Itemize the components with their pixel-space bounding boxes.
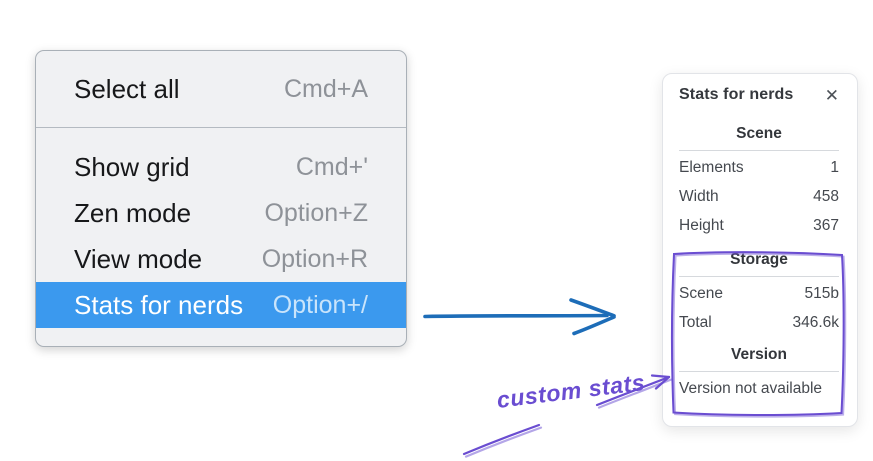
menu-item-label: Stats for nerds [74,289,244,320]
menu-item-shortcut: Cmd+' [295,152,368,181]
stat-row-height: Height 367 [679,211,839,240]
menu-group-spacer [36,128,406,144]
menu-item-select-all[interactable]: Select all Cmd+A [36,51,406,128]
stat-label: Elements [679,159,744,176]
context-menu: Select all Cmd+A Show grid Cmd+' Zen mod… [35,50,407,347]
section-divider [679,371,839,372]
close-icon[interactable]: ✕ [824,85,839,105]
stat-row-scene-size: Scene 515b [679,279,839,308]
flow-arrow-strokes [423,298,616,336]
section-heading-scene: Scene [736,125,782,142]
section-divider [679,276,839,277]
section-heading-storage: Storage [730,251,788,268]
menu-item-label: Zen mode [74,197,192,228]
stat-value: 458 [813,188,839,205]
menu-item-shortcut: Cmd+A [283,74,368,103]
menu-item-label: View mode [74,243,203,274]
stat-label: Width [679,188,719,205]
stats-panel-title: Stats for nerds [679,86,794,103]
stats-panel-header: Stats for nerds ✕ [679,86,839,104]
stat-label: Scene [679,285,723,302]
menu-item-label: Show grid [74,151,190,182]
annotation-arrow-strokes [462,374,673,458]
stat-value: 346.6k [792,314,839,331]
version-note: Version not available [679,380,823,397]
menu-item-shortcut: Option+/ [272,290,368,319]
menu-item-shortcut: Option+Z [264,198,368,227]
stat-value: 515b [804,285,839,302]
stat-value: 1 [830,159,839,176]
menu-item-zen-mode[interactable]: Zen mode Option+Z [36,190,406,236]
stats-panel: Stats for nerds ✕ Scene Elements 1 Width… [662,73,858,427]
stat-label: Height [679,217,724,234]
stat-value: 367 [813,217,839,234]
menu-item-stats-for-nerds[interactable]: Stats for nerds Option+/ [36,282,406,328]
menu-item-label: Select all [74,73,180,104]
menu-item-shortcut: Option+R [261,244,368,273]
annotation-arrow-icon [462,374,673,458]
stat-row-total-size: Total 346.6k [679,308,839,337]
section-divider [679,150,839,151]
menu-item-view-mode[interactable]: View mode Option+R [36,236,406,282]
menu-item-show-grid[interactable]: Show grid Cmd+' [36,144,406,190]
stat-row-width: Width 458 [679,182,839,211]
stat-label: Total [679,314,712,331]
stat-row-elements: Elements 1 [679,153,839,182]
flow-arrow-icon [423,298,616,336]
section-heading-version: Version [731,346,787,363]
